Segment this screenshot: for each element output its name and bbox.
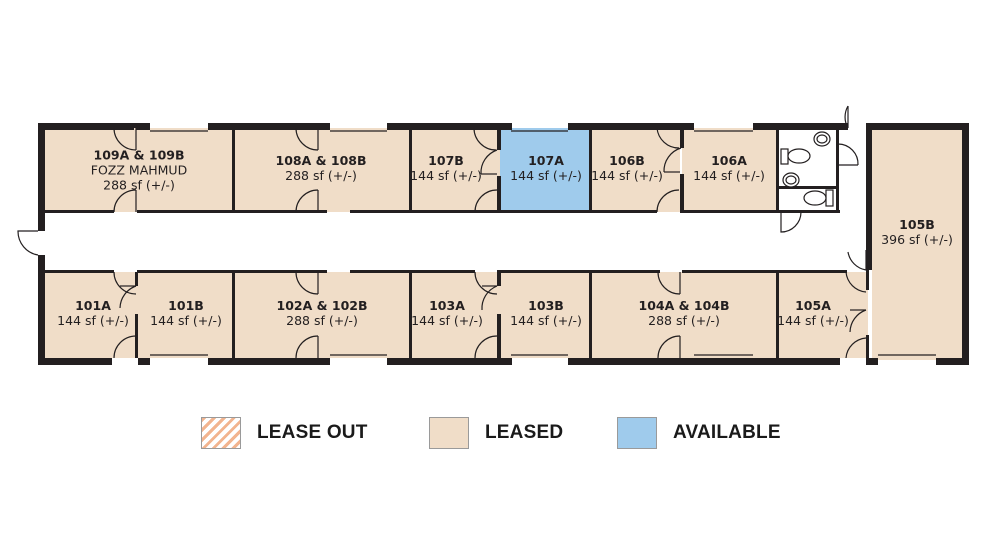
room-107b-label: 107B 144 sf (+/-) xyxy=(410,153,482,183)
toilet-icon xyxy=(803,189,834,207)
tenant-name: FOZZ MAHMUD xyxy=(90,162,188,178)
room-107a-label: 107A 144 sf (+/-) xyxy=(510,153,582,183)
door-swings xyxy=(17,105,867,359)
window-lines xyxy=(150,130,936,356)
room-109-fill[interactable] xyxy=(44,128,232,212)
room-id: 107A xyxy=(528,153,564,168)
room-108-label: 108A & 108B 288 sf (+/-) xyxy=(276,153,367,183)
room-id: 105B xyxy=(899,217,935,232)
room-109-label: 109A & 109B FOZZ MAHMUD 288 sf (+/-) xyxy=(91,148,187,193)
room-area: 144 sf (+/-) xyxy=(510,168,582,183)
room-106b-label: 106B 144 sf (+/-) xyxy=(591,153,663,183)
walls xyxy=(38,123,969,365)
room-102-fill[interactable] xyxy=(234,272,410,358)
room-105b-label: 105B 396 sf (+/-) xyxy=(881,217,953,247)
leased-swatch xyxy=(429,417,469,449)
sink-icon xyxy=(782,172,800,188)
room-area: 144 sf (+/-) xyxy=(411,313,483,328)
legend-leased: LEASED xyxy=(429,417,563,449)
room-103b-label: 103B 144 sf (+/-) xyxy=(510,298,582,328)
room-id: 103A xyxy=(429,298,465,313)
available-swatch xyxy=(617,417,657,449)
lease-out-label: LEASE OUT xyxy=(257,422,368,443)
room-area: 288 sf (+/-) xyxy=(285,168,357,183)
room-105a-label: 105A 144 sf (+/-) xyxy=(777,298,849,328)
room-101b-fill[interactable] xyxy=(138,272,232,358)
room-103a-label: 103A 144 sf (+/-) xyxy=(411,298,483,328)
room-107a-fill[interactable] xyxy=(500,128,590,212)
room-id: 106B xyxy=(609,153,645,168)
room-area: 396 sf (+/-) xyxy=(881,232,953,247)
room-106b-fill[interactable] xyxy=(592,128,680,212)
room-id: 106A xyxy=(711,153,747,168)
room-105b-fill[interactable] xyxy=(872,128,964,360)
room-fills xyxy=(44,128,964,360)
room-id: 104A & 104B xyxy=(638,298,730,313)
room-106a-label: 106A 144 sf (+/-) xyxy=(693,153,765,183)
room-area: 144 sf (+/-) xyxy=(693,168,765,183)
room-108-fill[interactable] xyxy=(234,128,410,212)
room-id: 108A & 108B xyxy=(275,153,367,168)
room-101b-label: 101B 144 sf (+/-) xyxy=(150,298,222,328)
room-106a-fill[interactable] xyxy=(682,128,776,212)
room-id: 102A & 102B xyxy=(276,298,368,313)
toilet-icon xyxy=(780,148,811,165)
room-area: 144 sf (+/-) xyxy=(777,313,849,328)
room-id: 103B xyxy=(528,298,564,313)
lease-out-swatch xyxy=(201,417,241,449)
room-id: 101B xyxy=(168,298,204,313)
room-104-label: 104A & 104B 288 sf (+/-) xyxy=(639,298,730,328)
room-area: 144 sf (+/-) xyxy=(150,313,222,328)
room-area: 288 sf (+/-) xyxy=(648,313,720,328)
room-area: 144 sf (+/-) xyxy=(591,168,663,183)
room-id: 105A xyxy=(795,298,831,313)
room-area: 144 sf (+/-) xyxy=(510,313,582,328)
restroom-fixtures xyxy=(780,131,834,207)
legend-available: AVAILABLE xyxy=(617,417,781,449)
room-104-fill[interactable] xyxy=(592,272,776,358)
leased-label: LEASED xyxy=(485,422,564,443)
sink-icon xyxy=(813,131,831,147)
room-id: 109A & 109B xyxy=(93,147,185,163)
room-area: 288 sf (+/-) xyxy=(286,313,358,328)
room-area: 288 sf (+/-) xyxy=(103,177,175,193)
room-101a-label: 101A 144 sf (+/-) xyxy=(57,298,129,328)
room-id: 101A xyxy=(75,298,111,313)
room-103b-fill[interactable] xyxy=(500,272,590,358)
room-area: 144 sf (+/-) xyxy=(57,313,129,328)
room-102-label: 102A & 102B 288 sf (+/-) xyxy=(277,298,368,328)
room-107b-fill[interactable] xyxy=(412,128,500,212)
legend-lease-out: LEASE OUT xyxy=(201,417,368,449)
room-area: 144 sf (+/-) xyxy=(410,168,482,183)
room-id: 107B xyxy=(428,153,464,168)
available-label: AVAILABLE xyxy=(673,422,781,443)
